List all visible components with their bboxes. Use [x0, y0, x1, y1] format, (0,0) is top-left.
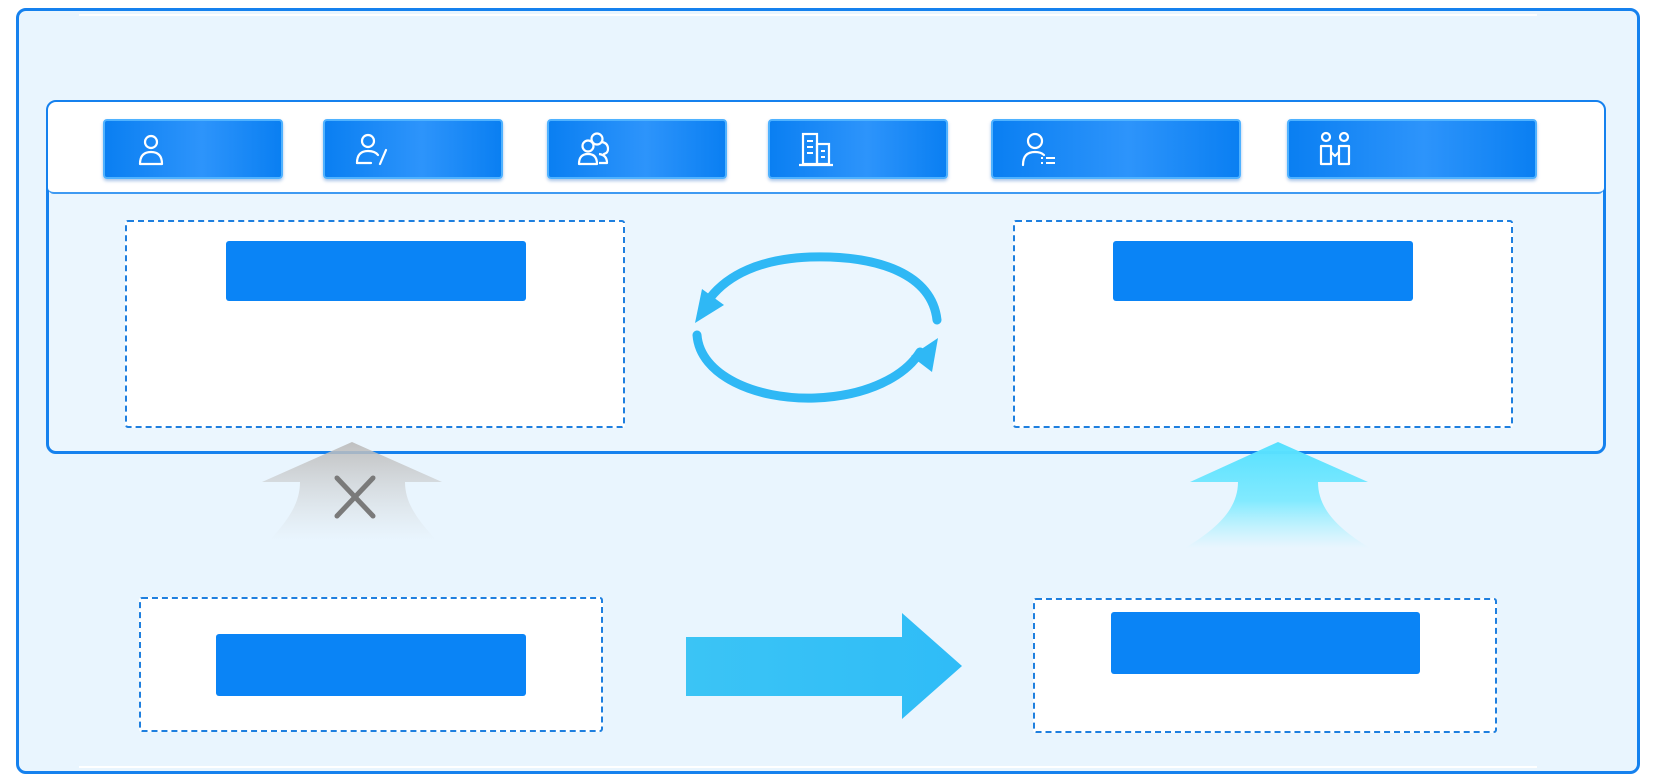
person-edit-icon: [355, 133, 388, 166]
people-connect-icon: [1319, 131, 1351, 166]
building-icon: [799, 132, 833, 167]
blocked-x-icon: [334, 475, 376, 519]
tab-group[interactable]: [547, 119, 727, 179]
bottom-right-title: [1111, 612, 1420, 674]
tab-building[interactable]: [768, 119, 948, 179]
top-right-title: [1113, 241, 1413, 301]
right-arrow: [686, 613, 962, 719]
tab-person-edit[interactable]: [323, 119, 503, 179]
success-up-arrow: [1185, 442, 1370, 548]
tab-people-connect[interactable]: [1287, 119, 1537, 179]
top-left-title: [226, 241, 526, 301]
group-icon: [577, 132, 610, 166]
cycle-arrows-icon: [692, 252, 942, 403]
tab-person-list[interactable]: [991, 119, 1241, 179]
tab-person[interactable]: [103, 119, 283, 179]
blocked-up-arrow: [262, 442, 442, 540]
frame-top-line: [79, 14, 1537, 16]
frame-bottom-line: [79, 766, 1537, 768]
bottom-left-title: [216, 634, 526, 696]
person-icon: [138, 134, 164, 166]
person-list-icon: [1021, 132, 1055, 167]
